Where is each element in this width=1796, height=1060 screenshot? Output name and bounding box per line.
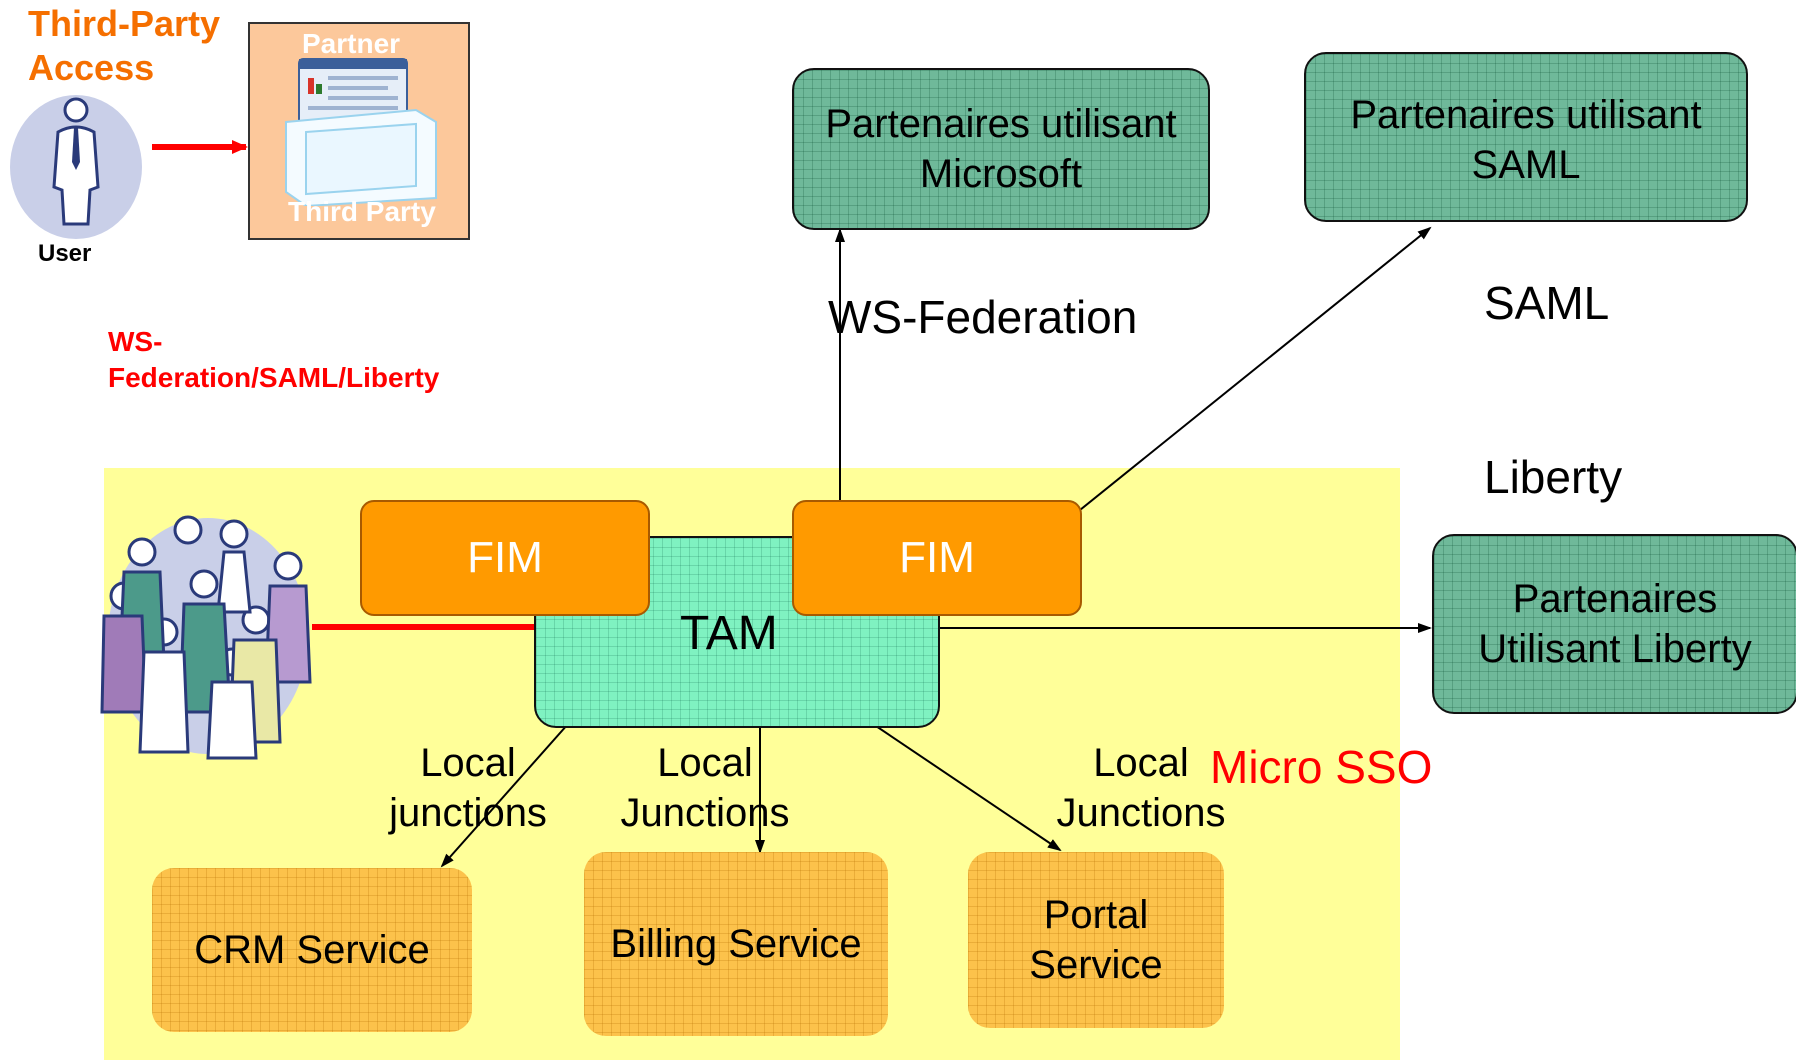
saml-label: SAML <box>1484 277 1610 329</box>
protocols-note: WS- Federation/SAML/Liberty <box>108 326 440 393</box>
tam-label: TAM <box>680 607 778 660</box>
fim-box-right: FIM <box>792 500 1082 616</box>
micro-sso-label: Micro SSO <box>1210 741 1433 793</box>
service-box-portal: Portal Service <box>968 852 1224 1028</box>
third-party-access-title: Third-Party Access <box>28 3 221 88</box>
third-party-box: Partner Third Party <box>248 22 470 240</box>
junction-label-billing: Local Junctions <box>620 741 790 835</box>
partner-box-liberty: Partenaires Utilisant Liberty <box>1432 534 1796 714</box>
junction-label-portal: Local Junctions <box>1056 741 1226 835</box>
user-label: User <box>38 240 92 267</box>
users-group-icon <box>84 512 312 760</box>
service-box-billing: Billing Service <box>584 852 888 1036</box>
partner-box-saml: Partenaires utilisant SAML <box>1304 52 1748 222</box>
saml-arrow <box>1079 226 1432 511</box>
ws-federation-label: WS-Federation <box>828 291 1138 343</box>
partner-label: Partner <box>302 28 401 59</box>
partner-box-saml-text: Partenaires utilisant SAML <box>1350 93 1702 187</box>
server-icon <box>276 102 442 208</box>
liberty-label: Liberty <box>1484 451 1623 503</box>
portal-junction-arrow <box>869 721 1062 852</box>
junction-label-crm: Local junctions <box>389 741 547 835</box>
third-party-label: Third Party <box>288 196 436 227</box>
partner-window-icon <box>298 58 408 126</box>
user-icon <box>8 92 144 242</box>
fim-box-left: FIM <box>360 500 650 616</box>
crm-junction-arrow <box>440 723 569 868</box>
partner-box-microsoft: Partenaires utilisant Microsoft <box>792 68 1210 230</box>
service-box-crm: CRM Service <box>152 868 472 1032</box>
